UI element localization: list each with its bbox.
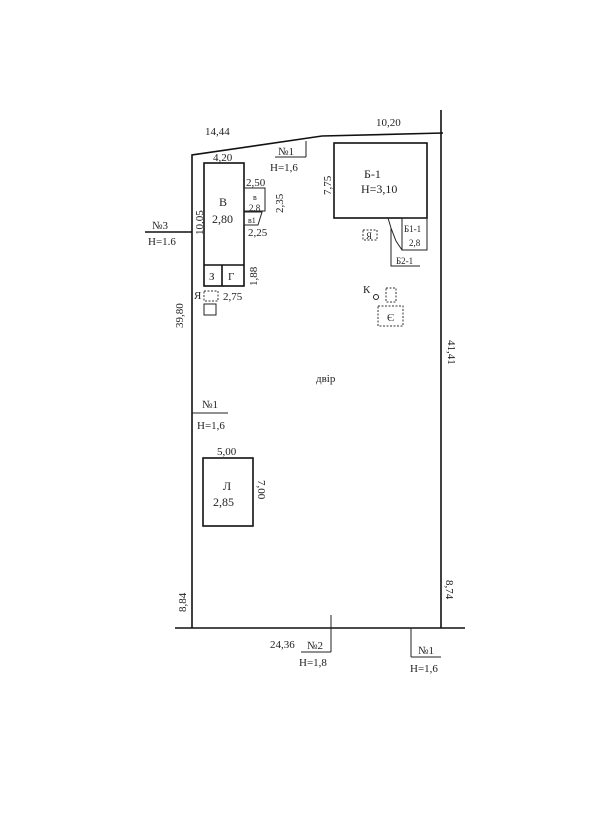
building-b-height: H=3,10 — [361, 182, 397, 196]
top-right-length: 10,20 — [376, 117, 401, 129]
top-left-length: 14,44 — [205, 126, 230, 138]
plot-boundary — [145, 110, 465, 629]
svg-text:№3: №3 — [152, 220, 168, 232]
pit-v: Я — [194, 290, 202, 302]
pit-b: Я — [366, 231, 372, 241]
building-l-length: 7,00 — [255, 480, 267, 500]
right-length: 41,41 — [445, 340, 457, 365]
fence-1-left: №1 H=1,6 — [192, 399, 228, 432]
building-b-name: Б-1 — [364, 167, 381, 181]
fence-1-bottom-right: №1 H=1,6 — [410, 628, 441, 675]
building-v-length: 10,05 — [194, 210, 206, 235]
fence-2-bottom: №2 H=1,8 — [299, 615, 332, 669]
building-b-length: 7,75 — [322, 175, 334, 195]
building-l — [202, 457, 254, 527]
annex-v-height: 2,8 — [249, 203, 261, 213]
building-v-height: 2,80 — [212, 212, 233, 226]
annex-v1-width: 2,25 — [248, 227, 268, 239]
svg-text:H=1.6: H=1.6 — [148, 236, 176, 248]
building-l-height: 2,85 — [213, 495, 234, 509]
annex-v-width: 2,50 — [246, 177, 266, 189]
well-label: К — [363, 284, 371, 296]
building-b — [333, 142, 428, 327]
bottom-length: 24,36 — [270, 639, 295, 651]
svg-text:H=1,6: H=1,6 — [270, 162, 298, 174]
annex-b1-height: 2,8 — [409, 238, 421, 248]
yard-label: двір — [316, 373, 336, 385]
building-l-width: 5,00 — [217, 446, 237, 458]
fence-1-top: №1 H=1,6 — [270, 141, 307, 174]
annex-v-name: в — [253, 193, 257, 202]
building-l-name: Л — [223, 479, 231, 493]
annex-v-side: 2,35 — [274, 193, 286, 213]
cells-length: 1,88 — [248, 266, 260, 286]
cell-g: Г — [228, 271, 234, 283]
svg-text:№1: №1 — [202, 399, 218, 411]
svg-text:H=1,8: H=1,8 — [299, 657, 327, 669]
building-v-width: 4,20 — [213, 152, 233, 164]
annex-b2-name: Б2-1 — [396, 256, 413, 266]
annex-b1-name: Б1-1 — [404, 224, 421, 234]
svg-text:№2: №2 — [307, 640, 323, 652]
svg-text:H=1,6: H=1,6 — [410, 663, 438, 675]
cells-width: 2,75 — [223, 291, 243, 303]
svg-text:№1: №1 — [278, 146, 294, 158]
annex-v1-name: в1 — [248, 216, 256, 225]
fence-3-left: №3 H=1.6 — [148, 220, 176, 248]
svg-text:H=1,6: H=1,6 — [197, 420, 225, 432]
building-v — [203, 162, 266, 316]
left-bottom-length: 8,84 — [177, 592, 189, 612]
cell-z: З — [209, 271, 215, 283]
svg-text:№1: №1 — [418, 645, 434, 657]
cesspool-label: Є — [387, 312, 394, 324]
building-v-name: В — [219, 195, 227, 209]
left-length: 39,80 — [174, 303, 186, 328]
right-bottom-length: 8,74 — [443, 580, 455, 600]
